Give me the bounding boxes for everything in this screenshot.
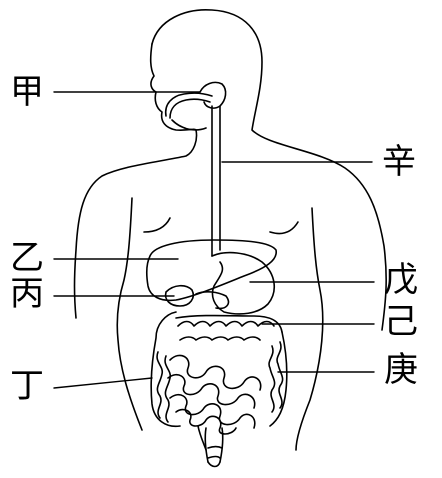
body-outline <box>73 9 387 451</box>
transverse-colon-texture <box>177 320 275 341</box>
leader-line-ding <box>53 377 153 389</box>
label-bing: 丙 <box>10 274 44 314</box>
small-intestine <box>156 341 284 435</box>
large-intestine <box>150 311 288 451</box>
label-ji: 己 <box>384 302 418 342</box>
rectum <box>204 427 224 468</box>
label-wu: 戊 <box>384 260 418 300</box>
esophagus <box>211 105 221 257</box>
label-xin: 辛 <box>382 142 416 182</box>
label-geng: 庚 <box>384 350 418 390</box>
label-jia: 甲 <box>10 72 44 112</box>
label-ding: 丁 <box>10 366 44 406</box>
stomach <box>211 251 275 315</box>
liver <box>145 239 277 302</box>
leader-lines <box>53 91 375 389</box>
label-yi: 乙 <box>10 238 44 278</box>
gallbladder <box>164 284 230 310</box>
oral-cavity <box>164 81 227 131</box>
